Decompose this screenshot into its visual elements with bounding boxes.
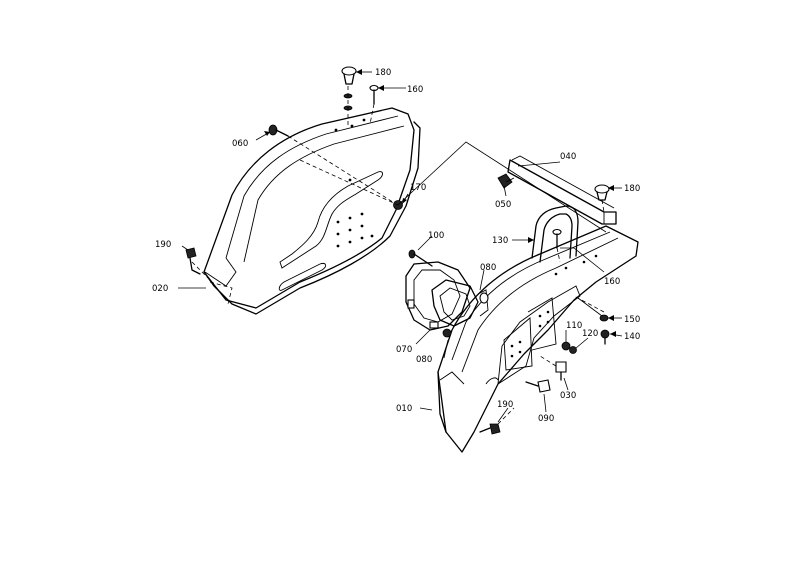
pin-160-right bbox=[552, 228, 562, 249]
knob-180-right bbox=[594, 184, 610, 201]
right-fender-mount-holes bbox=[510, 254, 598, 358]
handle-130 bbox=[531, 205, 579, 263]
label-140: 140 bbox=[624, 332, 640, 342]
label-100: 100 bbox=[428, 231, 444, 241]
bolt-060 bbox=[268, 124, 289, 137]
label-180-right: 180 bbox=[624, 184, 640, 194]
leader-lines bbox=[178, 69, 623, 423]
label-180-top: 180 bbox=[375, 68, 391, 78]
label-190-left: 190 bbox=[155, 240, 171, 250]
part-labels: 180 160 060 170 190 020 040 180 050 130 … bbox=[152, 68, 640, 424]
bolt-190-left bbox=[185, 247, 201, 275]
label-030: 030 bbox=[560, 391, 576, 401]
bolt-030 bbox=[555, 361, 567, 381]
label-190-right: 190 bbox=[497, 400, 513, 410]
pin-160-left bbox=[369, 84, 379, 105]
left-fender-mount-holes bbox=[334, 118, 374, 248]
bolt-050 bbox=[497, 173, 515, 189]
label-060: 060 bbox=[232, 139, 248, 149]
label-110: 110 bbox=[566, 321, 582, 331]
bolt-190-right bbox=[479, 423, 501, 435]
label-010: 010 bbox=[396, 404, 412, 414]
knob-180-left bbox=[341, 66, 357, 85]
nut-140 bbox=[600, 329, 610, 345]
left-fender-020 bbox=[203, 107, 421, 315]
spacer-080-upper bbox=[479, 292, 489, 304]
label-150: 150 bbox=[624, 315, 640, 325]
bolt-090 bbox=[525, 379, 551, 393]
label-070: 070 bbox=[396, 345, 412, 355]
bolt-100 bbox=[408, 249, 433, 267]
label-170: 170 bbox=[410, 183, 426, 193]
label-160-top: 160 bbox=[407, 85, 423, 95]
label-160-right: 160 bbox=[604, 277, 620, 287]
mounting-plate-070 bbox=[405, 261, 489, 331]
label-120: 120 bbox=[582, 329, 598, 339]
nut-080-lower bbox=[442, 328, 452, 338]
label-040: 040 bbox=[560, 152, 576, 162]
label-080-lower: 080 bbox=[416, 355, 432, 365]
bracket-040 bbox=[507, 155, 617, 225]
label-050: 050 bbox=[495, 200, 511, 210]
label-020: 020 bbox=[152, 284, 168, 294]
label-090: 090 bbox=[538, 414, 554, 424]
label-080-upper: 080 bbox=[480, 263, 496, 273]
label-130: 130 bbox=[492, 236, 508, 246]
nut-110 bbox=[561, 341, 571, 351]
washer-120 bbox=[569, 346, 577, 354]
